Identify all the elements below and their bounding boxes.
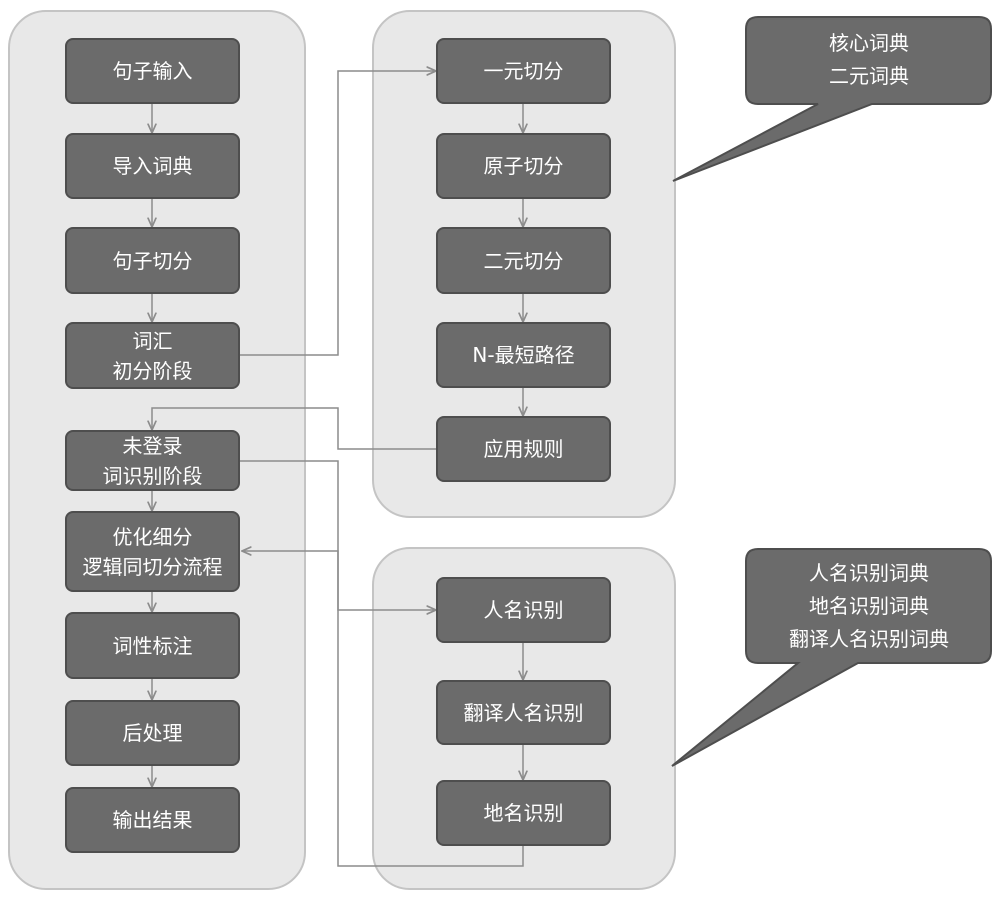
node-place-name-recognition-label: 地名识别 <box>483 801 564 825</box>
node-import-dictionary-label: 导入词典 <box>112 154 193 178</box>
node-bigram-segmentation: 二元切分 <box>436 227 611 294</box>
callout-bubble-segmentation-dictionaries <box>672 16 992 182</box>
node-optimization-line1: 优化细分 <box>112 524 193 549</box>
arrow-unknown-to-person <box>240 460 436 610</box>
callout-bigram-dictionary: 二元词典 <box>829 64 909 88</box>
callout-segmentation-dictionaries: 核心词典 二元词典 <box>748 27 990 93</box>
node-import-dictionary: 导入词典 <box>65 133 240 199</box>
node-unknown-word-recognition-line1: 未登录 <box>122 433 183 458</box>
arrow-rules-to-unknown <box>152 407 436 450</box>
node-n-shortest-path-label: N-最短路径 <box>472 343 575 367</box>
node-sentence-input: 句子输入 <box>65 38 240 104</box>
node-person-name-recognition: 人名识别 <box>436 577 611 643</box>
node-unknown-word-recognition-line2: 词识别阶段 <box>102 463 203 488</box>
callout-core-dictionary: 核心词典 <box>829 31 909 55</box>
node-lexical-initial: 词汇 初分阶段 <box>65 322 240 389</box>
node-bigram-segmentation-label: 二元切分 <box>483 248 564 273</box>
node-lexical-initial-line2: 初分阶段 <box>112 358 193 383</box>
node-output-result-label: 输出结果 <box>112 808 193 832</box>
node-optimization: 优化细分 逻辑同切分流程 <box>65 511 240 592</box>
node-person-name-recognition-label: 人名识别 <box>483 598 564 622</box>
arrow-lexical-to-unigram <box>240 71 436 356</box>
node-lexical-initial-line1: 词汇 <box>132 328 173 353</box>
node-apply-rules: 应用规则 <box>436 416 611 482</box>
callout-translated-name-dictionary: 翻译人名识别词典 <box>789 627 949 651</box>
node-sentence-segmentation-label: 句子切分 <box>112 248 193 273</box>
node-post-processing-label: 后处理 <box>122 721 183 745</box>
node-output-result: 输出结果 <box>65 787 240 853</box>
callout-bubble-recognition-dictionaries <box>671 548 992 767</box>
node-apply-rules-label: 应用规则 <box>483 437 564 461</box>
callout-place-name-dictionary: 地名识别词典 <box>809 594 929 618</box>
arrow-place-to-optimization <box>242 551 524 867</box>
node-atomic-segmentation-label: 原子切分 <box>483 154 564 178</box>
node-translated-name-recognition: 翻译人名识别 <box>436 680 611 745</box>
node-post-processing: 后处理 <box>65 700 240 766</box>
node-sentence-segmentation: 句子切分 <box>65 227 240 294</box>
node-unigram-segmentation-label: 一元切分 <box>483 59 564 83</box>
node-optimization-line2: 逻辑同切分流程 <box>82 554 223 579</box>
callout-person-name-dictionary: 人名识别词典 <box>809 561 929 585</box>
node-unigram-segmentation: 一元切分 <box>436 38 611 104</box>
node-sentence-input-label: 句子输入 <box>112 59 193 83</box>
node-place-name-recognition: 地名识别 <box>436 780 611 846</box>
node-pos-tagging-label: 词性标注 <box>112 633 193 658</box>
node-n-shortest-path: N-最短路径 <box>436 322 611 388</box>
node-unknown-word-recognition: 未登录 词识别阶段 <box>65 430 240 491</box>
node-pos-tagging: 词性标注 <box>65 612 240 679</box>
callout-recognition-dictionaries: 人名识别词典 地名识别词典 翻译人名识别词典 <box>748 557 990 656</box>
node-translated-name-recognition-label: 翻译人名识别 <box>463 700 584 725</box>
node-atomic-segmentation: 原子切分 <box>436 133 611 199</box>
